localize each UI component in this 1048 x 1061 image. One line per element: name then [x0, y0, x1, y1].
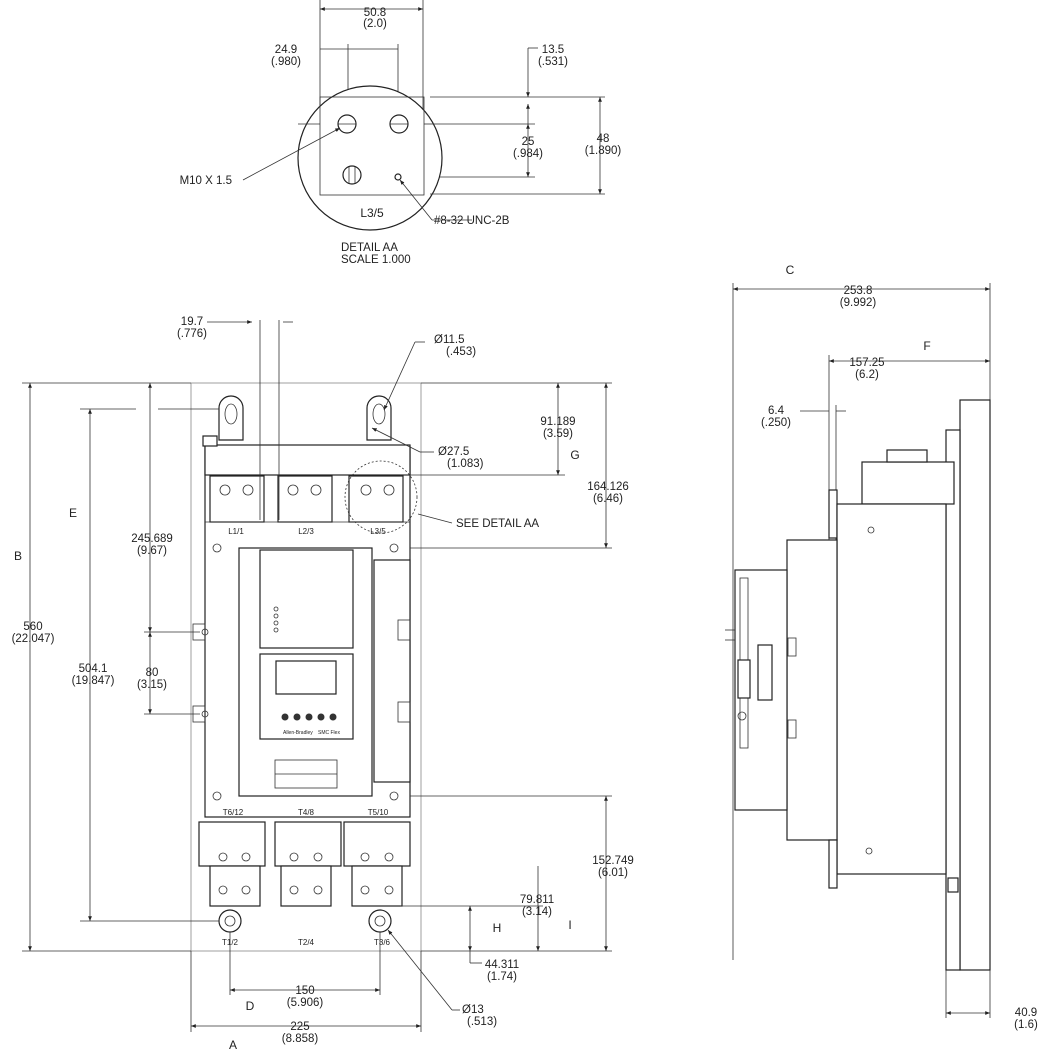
dim-19-7: 19.7	[181, 316, 203, 328]
detail-width-inch: (2.0)	[363, 18, 387, 30]
side-main-body	[836, 503, 947, 875]
label-C: C	[786, 263, 795, 277]
dim-91-189: 91.189	[540, 416, 575, 428]
dim-11-5-inch: (.453)	[446, 346, 476, 358]
detail-vspacing-inch: (.984)	[513, 148, 543, 160]
terminal-screw	[342, 165, 362, 185]
dim-6-4: 6.4	[768, 405, 785, 417]
status-panel	[259, 549, 354, 649]
dim-19-7-inch: (.776)	[177, 328, 207, 340]
detail-width-value: 50.8	[364, 7, 386, 19]
dim-253-8: 253.8	[844, 285, 873, 297]
terminal-T4: T4/8	[298, 808, 315, 817]
terminal-T6: T6/12	[223, 808, 244, 817]
detail-scale: SCALE 1.000	[341, 254, 411, 266]
dim-225: 225	[290, 1021, 309, 1033]
dim-27-5: Ø27.5	[438, 446, 469, 458]
see-detail-label: SEE DETAIL AA	[456, 518, 539, 530]
brand-label: Allen-Bradley	[283, 730, 313, 736]
front-view: L1/1 L2/3 L3/5 Allen-Bradley SMC Flex T6…	[12, 316, 634, 1052]
detail-height-inch: (1.890)	[585, 145, 622, 157]
dim-91-189-inch: (3.59)	[543, 428, 573, 440]
side-view: 253.8 (9.992) C 157.25 (6.2) F 6.4 (.250…	[725, 263, 1038, 1031]
detail-height-value: 48	[597, 133, 610, 145]
dim-560: 560	[23, 621, 42, 633]
dim-152-749-inch: (6.01)	[598, 867, 628, 879]
label-B: B	[14, 549, 22, 563]
comm-module	[373, 559, 411, 783]
dim-164-126-inch: (6.46)	[593, 493, 623, 505]
back-plate	[190, 382, 422, 952]
dim-80-inch: (3.15)	[137, 679, 167, 691]
dim-27-5-inch: (1.083)	[447, 458, 484, 470]
dim-40-9-inch: (1.6)	[1014, 1019, 1038, 1031]
dim-13-inch: (.513)	[467, 1016, 497, 1028]
label-H: H	[493, 921, 502, 935]
dim-79-811: 79.811	[520, 894, 554, 906]
dim-150: 150	[295, 985, 314, 997]
dim-44-311: 44.311	[485, 959, 519, 971]
detail-offset-inch: (.531)	[538, 56, 568, 68]
label-A: A	[229, 1038, 237, 1052]
dim-80: 80	[146, 667, 159, 679]
detail-title: DETAIL AA	[341, 242, 398, 254]
terminal-L2: L2/3	[298, 527, 314, 536]
dim-504-1-inch: (19.847)	[72, 675, 115, 687]
dim-245-689: 245.689	[131, 533, 173, 545]
terminal-T2: T2/4	[298, 938, 315, 947]
thread-callout: M10 X 1.5	[180, 175, 232, 187]
dim-40-9: 40.9	[1015, 1007, 1037, 1019]
lcd-display	[275, 660, 337, 695]
terminal-L1: L1/1	[228, 527, 244, 536]
detail-hole-spacing-value: 24.9	[275, 44, 297, 56]
terminal-T3: T3/6	[374, 938, 391, 947]
terminal-L3: L3/5	[370, 527, 386, 536]
label-F: F	[923, 339, 930, 353]
detail-vspacing-value: 25	[522, 136, 535, 148]
dim-164-126: 164.126	[587, 481, 629, 493]
dim-225-inch: (8.858)	[282, 1033, 319, 1045]
dim-79-811-inch: (3.14)	[522, 906, 552, 918]
side-mount-flange	[828, 489, 838, 539]
dim-6-4-inch: (.250)	[761, 417, 791, 429]
line-terminals	[205, 475, 410, 523]
detail-callout-circle	[344, 460, 418, 534]
label-I: I	[568, 918, 571, 932]
dim-253-8-inch: (9.992)	[840, 297, 877, 309]
detail-hole-spacing-inch: (.980)	[271, 56, 301, 68]
dim-44-311-inch: (1.74)	[487, 971, 517, 983]
bottom-hole-left	[218, 909, 242, 933]
load-terminals	[198, 821, 411, 907]
side-control-module	[786, 539, 838, 841]
side-top-module	[861, 461, 955, 505]
terminal-T5: T5/10	[368, 808, 389, 817]
dim-504-1: 504.1	[79, 663, 108, 675]
dim-157-25: 157.25	[849, 357, 884, 369]
detail-aa-view: 50.8 (2.0) 24.9 (.980) L3/5 13.5 (.531) …	[180, 0, 622, 266]
detail-offset-value: 13.5	[542, 44, 564, 56]
dim-152-749: 152.749	[592, 855, 634, 867]
detail-terminal-label: L3/5	[360, 206, 384, 220]
dim-150-inch: (5.906)	[287, 997, 324, 1009]
dim-157-25-inch: (6.2)	[855, 369, 879, 381]
tapped-hole	[394, 173, 402, 181]
label-G: G	[570, 448, 579, 462]
side-heatsink	[959, 399, 991, 971]
model-label: SMC Flex	[318, 730, 340, 736]
tap-callout: #8-32 UNC-2B	[434, 215, 510, 227]
dim-245-689-inch: (9.67)	[137, 545, 167, 557]
label-E: E	[69, 506, 77, 520]
label-D: D	[246, 999, 255, 1013]
dim-13: Ø13	[462, 1004, 484, 1016]
dim-560-inch: (22.047)	[12, 633, 55, 645]
bottom-hole-right	[368, 909, 392, 933]
dim-11-5: Ø11.5	[434, 334, 464, 346]
keyhole-left	[218, 395, 244, 441]
